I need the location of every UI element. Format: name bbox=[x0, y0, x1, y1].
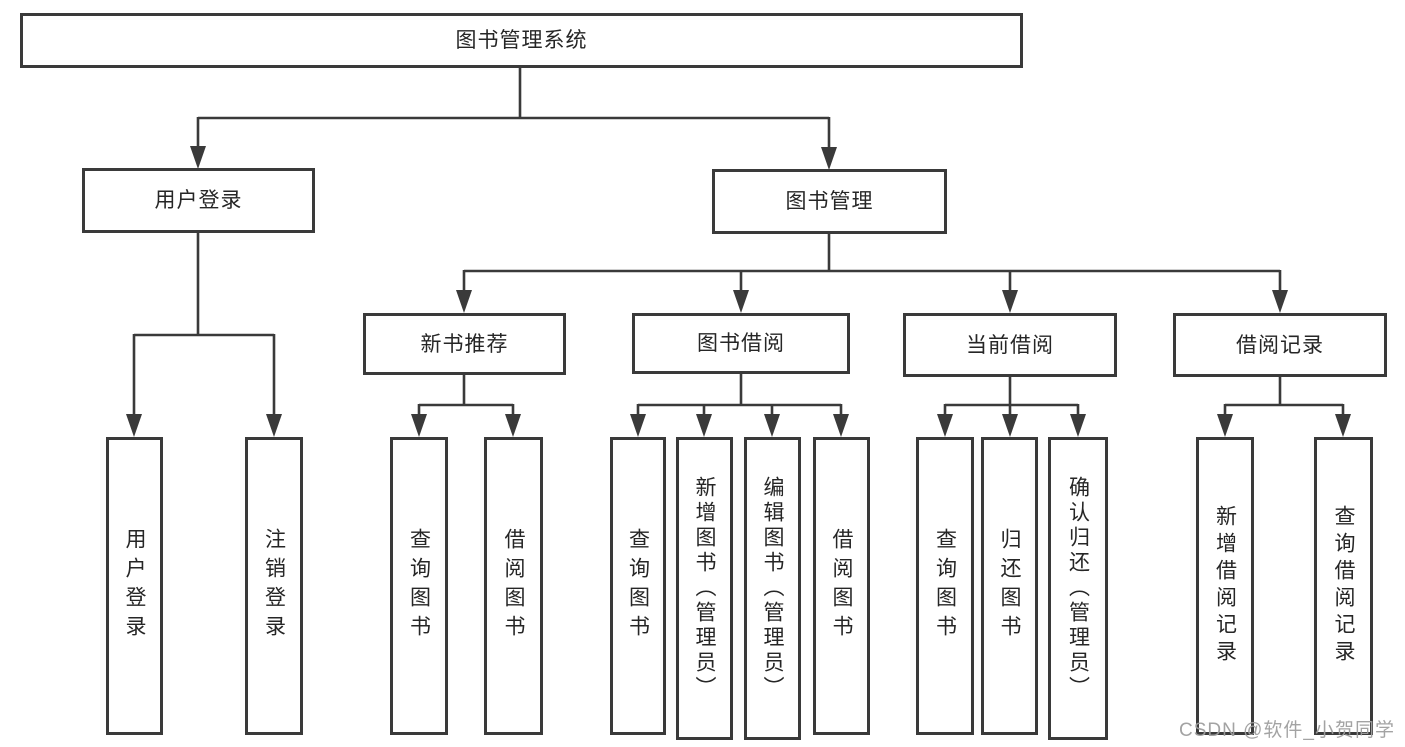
node-leaf-recommend-borrow-books-label: 借阅图书 bbox=[502, 528, 525, 644]
node-leaf-current-return-books: 归还图书 bbox=[981, 437, 1038, 735]
node-leaf-current-confirm-return-label: 确认归还（管理员） bbox=[1066, 476, 1090, 701]
node-leaf-borrowing-borrow-books-label: 借阅图书 bbox=[830, 528, 853, 644]
node-leaf-records-query-record: 查询借阅记录 bbox=[1314, 437, 1373, 735]
node-current-borrowing: 当前借阅 bbox=[903, 313, 1117, 377]
node-user-login: 用户登录 bbox=[82, 168, 315, 233]
node-leaf-logout: 注销登录 bbox=[245, 437, 303, 735]
node-leaf-current-confirm-return: 确认归还（管理员） bbox=[1048, 437, 1108, 740]
node-book-borrowing: 图书借阅 bbox=[632, 313, 850, 374]
node-book-borrowing-label: 图书借阅 bbox=[697, 332, 785, 355]
node-leaf-current-return-books-label: 归还图书 bbox=[998, 528, 1021, 644]
node-leaf-logout-label: 注销登录 bbox=[262, 528, 286, 644]
node-leaf-recommend-query-books-label: 查询图书 bbox=[407, 528, 431, 644]
node-leaf-records-add-record: 新增借阅记录 bbox=[1196, 437, 1254, 735]
node-leaf-records-add-record-label: 新增借阅记录 bbox=[1213, 505, 1237, 667]
node-new-book-recommend: 新书推荐 bbox=[363, 313, 566, 375]
node-new-book-recommend-label: 新书推荐 bbox=[420, 332, 509, 356]
node-leaf-user-login: 用户登录 bbox=[106, 437, 163, 735]
node-leaf-recommend-query-books: 查询图书 bbox=[390, 437, 448, 735]
node-book-management-label: 图书管理 bbox=[785, 190, 874, 213]
node-leaf-borrowing-borrow-books: 借阅图书 bbox=[813, 437, 870, 735]
node-leaf-borrowing-query-books-label: 查询图书 bbox=[626, 528, 650, 644]
node-book-management: 图书管理 bbox=[712, 169, 947, 234]
node-leaf-user-login-label: 用户登录 bbox=[123, 528, 146, 644]
csdn-watermark: CSDN @软件_小贺同学 bbox=[1179, 720, 1395, 741]
node-leaf-borrowing-edit-books-label: 编辑图书（管理员） bbox=[761, 476, 784, 701]
node-user-login-label: 用户登录 bbox=[154, 189, 243, 212]
node-borrowing-records-label: 借阅记录 bbox=[1236, 333, 1324, 357]
arrowhead-icons bbox=[126, 146, 1351, 437]
node-leaf-borrowing-add-books-label: 新增图书（管理员） bbox=[693, 476, 716, 701]
node-borrowing-records: 借阅记录 bbox=[1173, 313, 1387, 377]
node-leaf-borrowing-query-books: 查询图书 bbox=[610, 437, 666, 735]
node-leaf-records-query-record-label: 查询借阅记录 bbox=[1332, 505, 1355, 667]
node-root: 图书管理系统 bbox=[20, 13, 1023, 68]
node-current-borrowing-label: 当前借阅 bbox=[966, 333, 1054, 357]
node-root-label: 图书管理系统 bbox=[455, 29, 588, 52]
node-leaf-borrowing-edit-books: 编辑图书（管理员） bbox=[744, 437, 801, 740]
node-leaf-recommend-borrow-books: 借阅图书 bbox=[484, 437, 543, 735]
node-leaf-borrowing-add-books: 新增图书（管理员） bbox=[676, 437, 733, 740]
node-leaf-current-query-books-label: 查询图书 bbox=[933, 528, 957, 644]
node-leaf-current-query-books: 查询图书 bbox=[916, 437, 974, 735]
